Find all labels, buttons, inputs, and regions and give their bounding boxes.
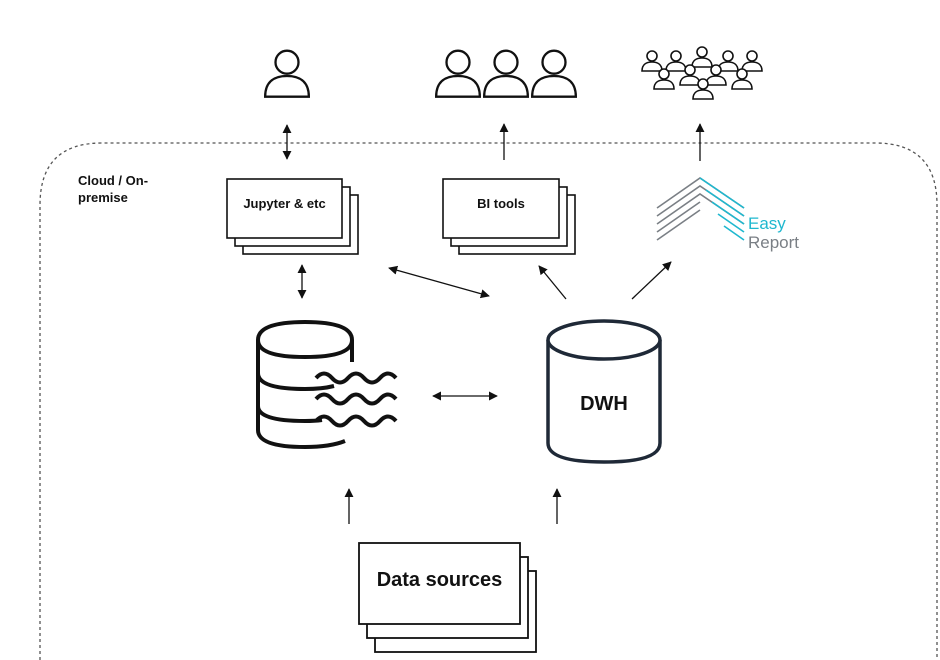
cloud-on-premise-label: Cloud / On-premise xyxy=(78,173,149,205)
edge-dwh-bi xyxy=(538,265,567,300)
easy-report-word-easy: Easy xyxy=(748,214,786,233)
easy-report-word-report: Report xyxy=(748,233,800,252)
user-group-icon xyxy=(434,49,577,98)
bi-tools-node xyxy=(442,178,576,255)
single-user-icon xyxy=(263,49,311,98)
jupyter-label: Jupyter & etc xyxy=(243,196,326,211)
user-crowd-icon xyxy=(641,46,763,100)
data-sources-label: Data sources xyxy=(376,569,503,591)
connectors xyxy=(282,123,705,524)
edge-dwh-report xyxy=(631,261,672,300)
dwh-label: DWH xyxy=(580,393,628,415)
edge-jupyter-dwh xyxy=(388,265,490,299)
easy-report-logo xyxy=(656,177,745,241)
bi-tools-label: BI tools xyxy=(477,196,525,211)
dwh-node xyxy=(546,319,662,464)
cloud-boundary xyxy=(39,142,938,660)
data-sources-node xyxy=(358,542,537,653)
jupyter-node xyxy=(226,178,359,255)
data-lake-icon xyxy=(256,319,398,450)
